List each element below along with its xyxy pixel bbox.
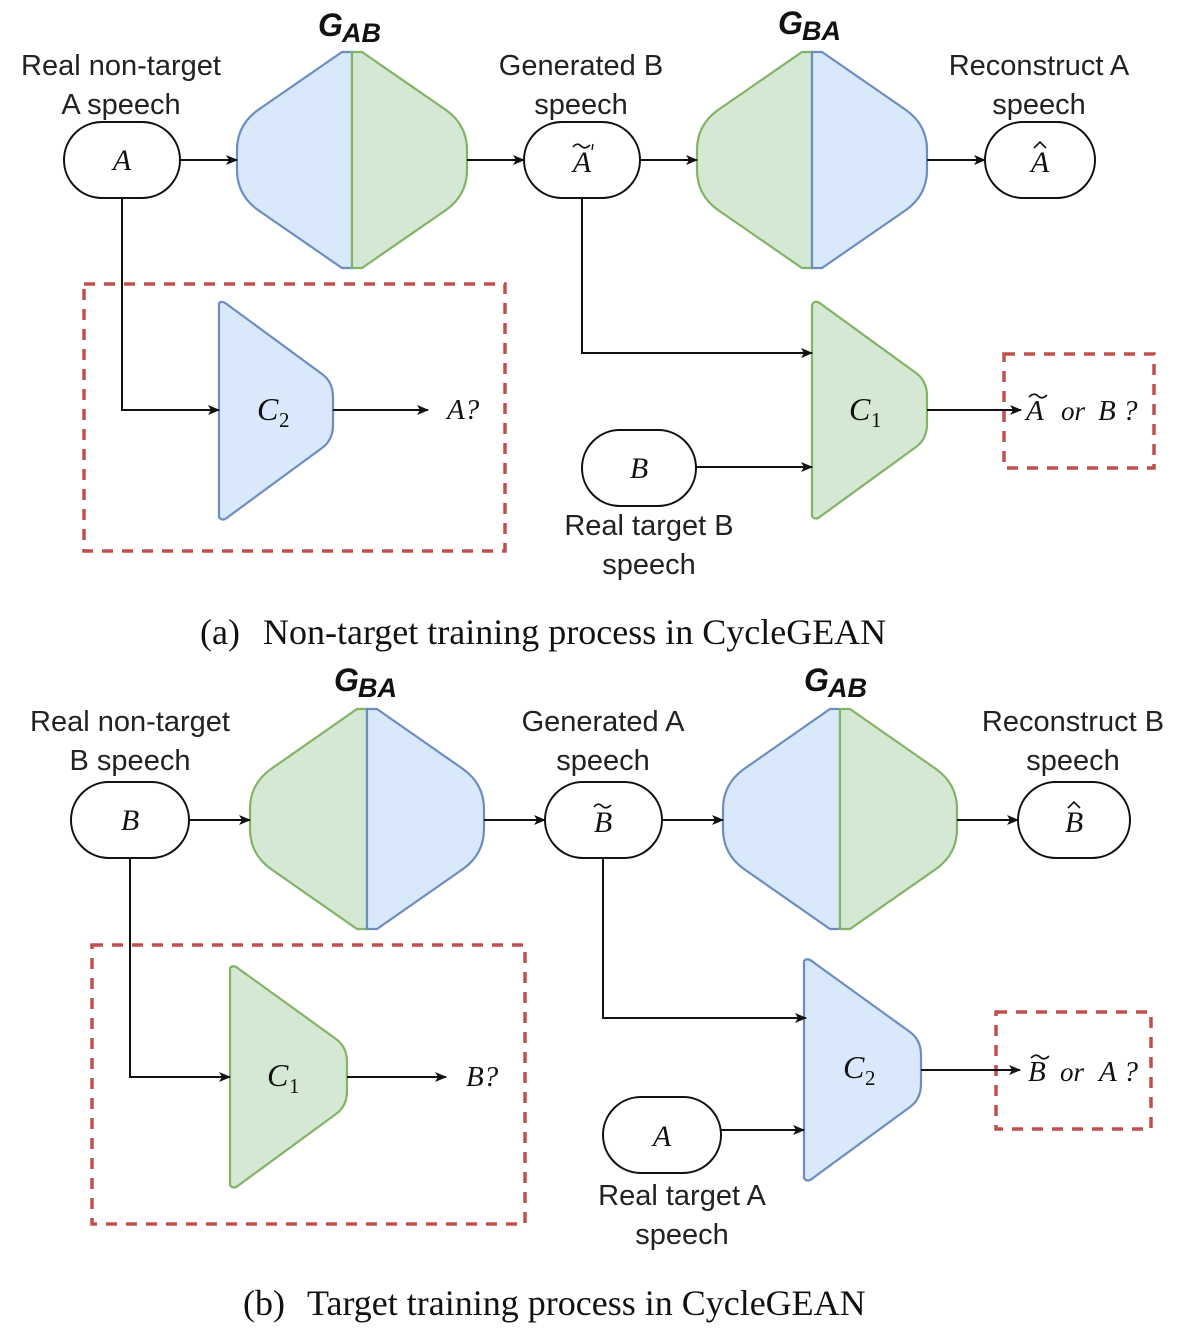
classifier-left-a-subscript: 2 xyxy=(279,408,290,432)
recon-label-line2-b: speech xyxy=(1026,745,1120,777)
classifier-left-a-name: C xyxy=(257,391,279,427)
node-target-b xyxy=(602,1096,722,1174)
hat-mark xyxy=(1067,800,1081,809)
tilde-mark xyxy=(593,803,612,809)
recon-label-line2-a: speech xyxy=(992,89,1086,121)
generator-ba-b-subscript: BA xyxy=(358,673,397,703)
generator-ba-a-name: G xyxy=(778,5,803,41)
input-label-line2-a: A speech xyxy=(61,89,180,121)
target-label-line2-a: speech xyxy=(602,549,696,581)
classifier-right-a xyxy=(810,300,929,520)
generator-ba-a: G BA xyxy=(695,5,929,270)
caption-tag-b: (b) xyxy=(243,1283,285,1323)
generator-ab-b-subscript: AB xyxy=(827,673,867,703)
generated-label-line1-b: Generated A xyxy=(522,706,685,738)
node-generated-a-text: A xyxy=(571,146,592,179)
generator-ab-a-name: G xyxy=(318,7,343,43)
generator-ba-a-subscript: BA xyxy=(802,16,841,46)
output-left-b: B? xyxy=(466,1061,499,1093)
node-input-b-text: B xyxy=(121,804,139,837)
panel-b: G BA G AB Real non-target B speech Gener… xyxy=(30,662,1164,1323)
node-recon-a-text: A xyxy=(1029,146,1050,179)
output-right-b-second: A ? xyxy=(1097,1056,1138,1088)
classifier-right-a-name: C xyxy=(849,391,871,427)
classifier-left-b-subscript: 1 xyxy=(289,1074,300,1098)
target-label-line2-b: speech xyxy=(635,1219,729,1251)
dashed-box-left-b xyxy=(90,943,527,1226)
output-right-b-or: or xyxy=(1060,1057,1085,1087)
recon-label-line1-b: Reconstruct B xyxy=(982,706,1164,738)
recon-label-line1-a: Reconstruct A xyxy=(949,50,1130,82)
output-right-a-second: B ? xyxy=(1098,395,1138,427)
output-left-a: A? xyxy=(445,394,480,426)
classifier-left-b xyxy=(228,965,349,1189)
arrow-generated-to-classifier-a xyxy=(581,198,813,358)
caption-text-b: Target training process in CycleGEAN xyxy=(307,1283,866,1323)
generated-label-line2-b: speech xyxy=(556,745,650,777)
arrow-input-to-classifier-a xyxy=(121,198,220,415)
dashed-box-left-a xyxy=(82,282,507,553)
output-right-b-first: B xyxy=(1028,1056,1046,1088)
input-label-line1-b: Real non-target xyxy=(30,706,230,738)
generator-ab-a: G AB xyxy=(235,7,469,270)
classifier-left-a xyxy=(217,300,335,521)
target-label-line1-a: Real target B xyxy=(564,510,733,542)
classifier-right-a-subscript: 1 xyxy=(871,408,882,432)
node-target-a-text: B xyxy=(630,452,648,485)
panel-a: G AB G BA Real non-target A speech Gener… xyxy=(21,5,1156,652)
caption-text-a: Non-target training process in CycleGEAN xyxy=(263,612,886,652)
input-label-line1-a: Real non-target xyxy=(21,50,221,82)
prime-mark xyxy=(591,143,594,151)
classifier-right-b xyxy=(802,958,923,1182)
node-recon-b-text: B xyxy=(1065,806,1083,839)
generated-label-line1-a: Generated B xyxy=(499,50,663,82)
tilde-mark xyxy=(572,143,591,149)
arrow-input-to-classifier-b xyxy=(129,858,231,1082)
classifier-right-b-name: C xyxy=(843,1049,865,1085)
node-generated-b-text: B xyxy=(594,806,612,839)
caption-tag-a: (a) xyxy=(200,612,240,652)
target-label-line1-b: Real target A xyxy=(598,1180,766,1212)
hat-mark xyxy=(1033,140,1047,149)
output-right-a-or: or xyxy=(1061,396,1086,426)
arrow-generated-to-classifier-b xyxy=(602,858,807,1023)
generator-ba-b: G BA xyxy=(248,662,486,931)
generator-ab-a-subscript: AB xyxy=(341,18,381,48)
node-target-b-text: A xyxy=(651,1120,672,1153)
generated-label-line2-a: speech xyxy=(534,89,628,121)
input-label-line2-b: B speech xyxy=(70,745,191,777)
tilde-mark xyxy=(1028,393,1048,399)
generator-ab-b: G AB xyxy=(721,662,959,931)
generator-ab-b-name: G xyxy=(804,662,829,698)
node-input-a-text: A xyxy=(111,144,132,177)
classifier-left-b-name: C xyxy=(267,1057,289,1093)
generator-ba-b-name: G xyxy=(334,662,359,698)
output-right-a-first: A xyxy=(1024,395,1044,427)
classifier-right-b-subscript: 2 xyxy=(865,1066,876,1090)
tilde-mark xyxy=(1030,1054,1050,1060)
